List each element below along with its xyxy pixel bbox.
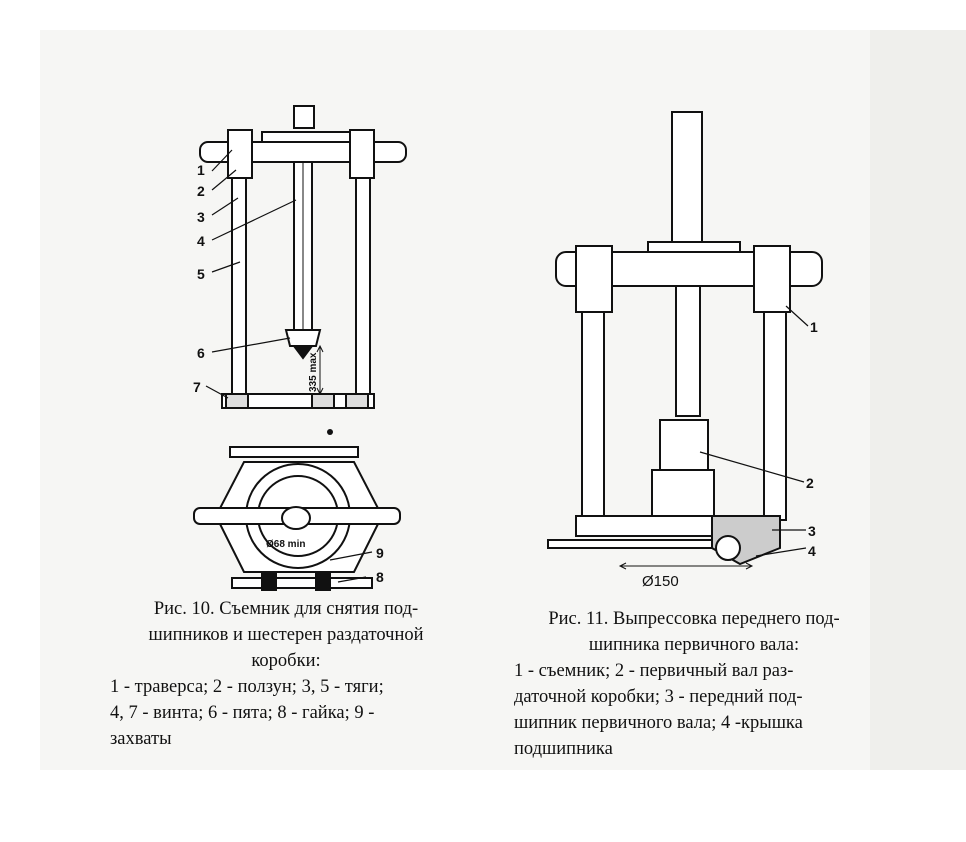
fig10-rod-right: [355, 177, 371, 399]
fig10-bottom-bar: [221, 393, 375, 409]
fig10-callout-7: 7: [193, 379, 201, 395]
fig11-housing: [547, 539, 721, 549]
fig10-caption-title-line-1: Рис. 10. Съемник для снятия под-: [153, 599, 419, 619]
fig10-callout-1: 1: [197, 162, 205, 178]
fig10-caption-title-line-3: коробки:: [251, 651, 321, 671]
fig11-shaft-body: [651, 469, 715, 523]
fig10-height-dimension: 335 max: [308, 352, 319, 392]
fig11-callouts: 1 2 3 4: [806, 319, 818, 559]
fig11-callout-2: 2: [806, 475, 814, 491]
fig11-leader-lines: [699, 305, 809, 557]
fig11-diameter-dimension: Ø150: [642, 573, 679, 590]
fig10-callout-3: 3: [197, 209, 205, 225]
fig10-caption-legend-line-2: 4, 7 - винта; 6 - пята; 8 - гайка; 9 -: [110, 703, 375, 723]
fig10-caption-title-line-2: шипников и шестерен раздаточной: [148, 625, 424, 645]
fig10-puller-drawing: [193, 105, 407, 591]
fig10-callout-4: 4: [197, 233, 205, 249]
fig11-caption-title-line-1: Рис. 11. Выпрессовка переднего под-: [548, 609, 840, 629]
fig10-diameter-dimension: Ø68 min: [266, 539, 305, 550]
fig10-callout-9: 9: [376, 545, 384, 561]
fig10-callout-2: 2: [197, 183, 205, 199]
scan-background: [40, 30, 966, 770]
fig11-caption: Рис. 11. Выпрессовка переднего под- шипн…: [514, 606, 874, 762]
fig11-caption-legend-line-3: шипник первичного вала; 4 -крышка: [514, 713, 803, 733]
fig11-slider-left: [575, 245, 613, 313]
fig11-center-screw: [675, 285, 701, 417]
fig11-callout-1: 1: [810, 319, 818, 335]
scan-edge-shadow: [870, 30, 966, 770]
fig11-slider-right: [753, 245, 791, 313]
fig10-plan-top-bar: [229, 446, 359, 458]
fig10-slider-right: [349, 129, 375, 179]
fig10-plan-hub: [281, 506, 311, 530]
fig11-press-drawing: [547, 111, 823, 570]
fig11-caption-legend-line-4: подшипника: [514, 739, 613, 759]
fig10-leader-lines: [205, 149, 373, 583]
fig10-plan-bottom-bar: [231, 577, 373, 589]
fig10-caption: Рис. 10. Съемник для снятия под- шипнико…: [110, 596, 462, 752]
fig10-callout-8: 8: [376, 569, 384, 585]
fig10-caption-legend-line-1: 1 - траверса; 2 - ползун; 3, 5 - тяги;: [110, 677, 384, 697]
fig10-rod-left: [231, 177, 247, 399]
fig10-callout-6: 6: [197, 345, 205, 361]
fig11-shaft-upper: [671, 111, 703, 243]
fig11-caption-legend-line-2: даточной коробки; 3 - передний под-: [514, 687, 803, 707]
fig10-callouts: 1 2 3 4 5 6 7 8 9: [193, 162, 384, 585]
fig11-callout-4: 4: [808, 543, 816, 559]
fig11-rod-right: [763, 311, 787, 521]
fig10-slider-left: [227, 129, 253, 179]
fig11-callout-3: 3: [808, 523, 816, 539]
fig11-primary-shaft: [659, 419, 709, 471]
fig10-caption-legend-line-3: захваты: [110, 729, 172, 749]
fig11-caption-title-line-2: шипника первичного вала:: [588, 635, 800, 655]
fig11-bearing-ball: [715, 535, 741, 561]
fig11-caption-legend-line-1: 1 - съемник; 2 - первичный вал раз-: [514, 661, 794, 681]
fig11-rod-left: [581, 311, 605, 521]
fig10-pad: [284, 329, 322, 347]
fig10-callout-5: 5: [197, 266, 205, 282]
fig10-top-screw: [293, 105, 315, 129]
